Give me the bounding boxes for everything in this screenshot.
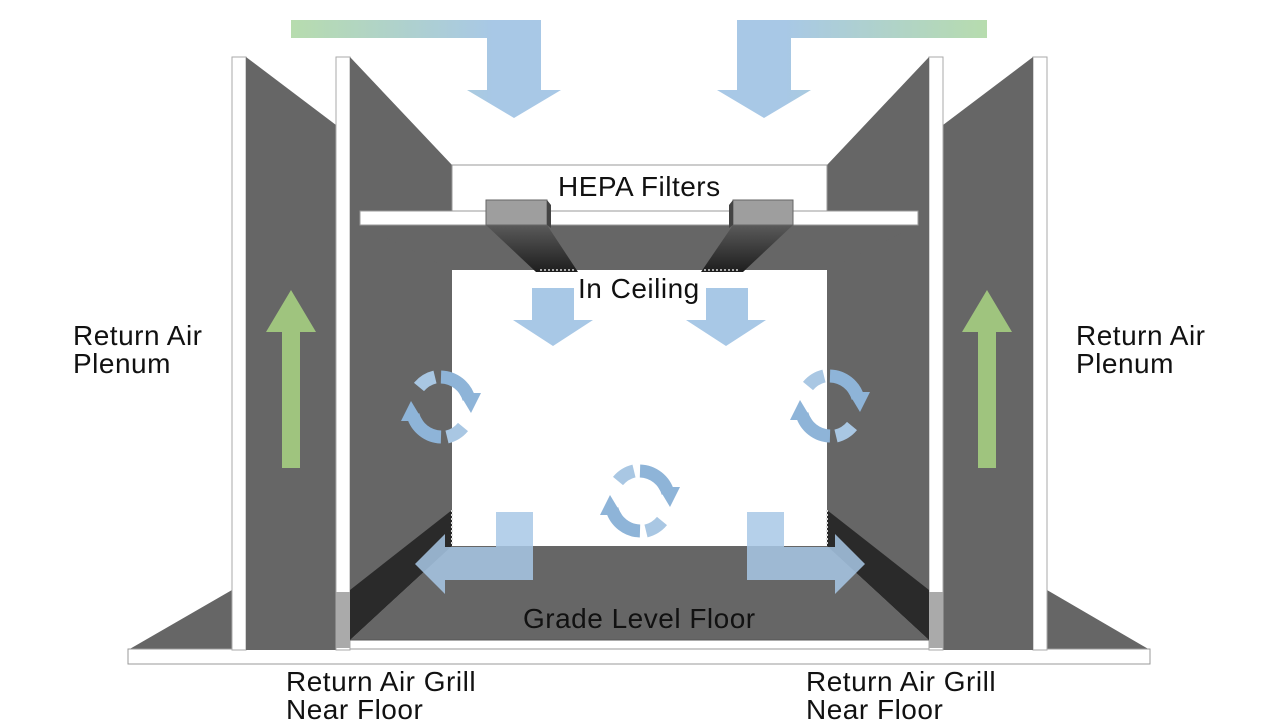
supply-air-duct-right-arrow [717,20,987,118]
grade-level-floor-label: Grade Level Floor [523,603,756,634]
hepa-filter-right [701,199,794,272]
return-air-arrow-up-left [266,290,316,468]
ceiling [359,210,919,226]
supply-air-duct-left-arrow [291,20,561,118]
floor-return-arrow-right [747,512,865,594]
return-air-grill-right-label: Return Air Grill Near Floor [806,666,997,725]
hepa-filters-label: HEPA Filters [558,171,721,202]
right-return-grill [826,510,929,640]
base-slab [127,590,1151,665]
return-air-plenum-right-label: Return Air Plenum [1076,320,1206,379]
ceiling-supply-arrow-left [513,288,593,346]
left-return-grill [350,510,453,640]
clean-room [350,57,929,641]
return-air-plenum-left-label: Return Air Plenum [73,320,203,379]
ceiling-supply-arrow-right [686,288,766,346]
hepa-filter-left [485,199,578,272]
return-air-grill-left-label: Return Air Grill Near Floor [286,666,477,725]
return-air-arrow-up-right [962,290,1012,468]
floor-return-arrow-left [415,512,533,594]
in-ceiling-label: In Ceiling [578,273,700,304]
